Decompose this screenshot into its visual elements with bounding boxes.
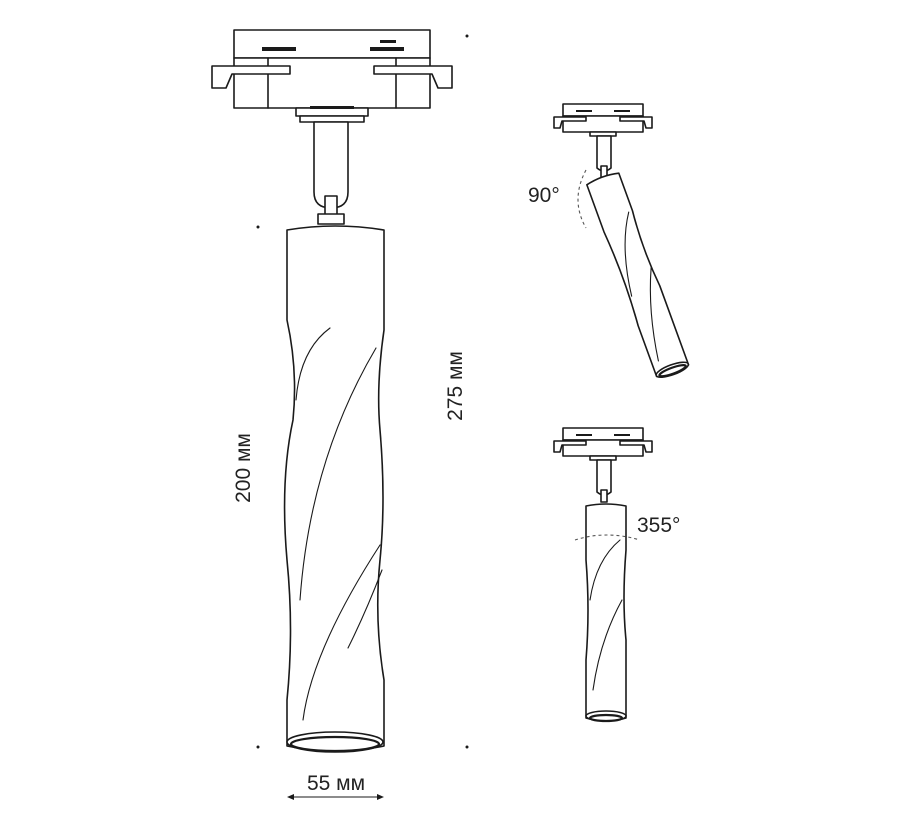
total-height-label: 275 мм	[444, 351, 467, 421]
main-view: 55 мм 200 мм 275 мм	[211, 29, 469, 800]
track-adapter	[211, 29, 453, 117]
rotation-view: 355°	[553, 427, 680, 723]
rotation-cylinder	[585, 503, 627, 723]
tilted-cylinder	[586, 172, 690, 379]
width-label: 55 мм	[307, 772, 365, 795]
rotation-angle-label: 355°	[637, 514, 680, 537]
dimension-marks	[256, 34, 469, 800]
cylinder-body	[283, 225, 385, 753]
tilt-angle-label: 90°	[528, 184, 560, 207]
body-length-label: 200 мм	[232, 433, 255, 503]
small-track-adapter-bottom	[553, 427, 653, 461]
swivel-joint	[299, 115, 365, 225]
small-track-adapter-top	[553, 103, 653, 137]
tilt-view: 90°	[528, 103, 690, 379]
